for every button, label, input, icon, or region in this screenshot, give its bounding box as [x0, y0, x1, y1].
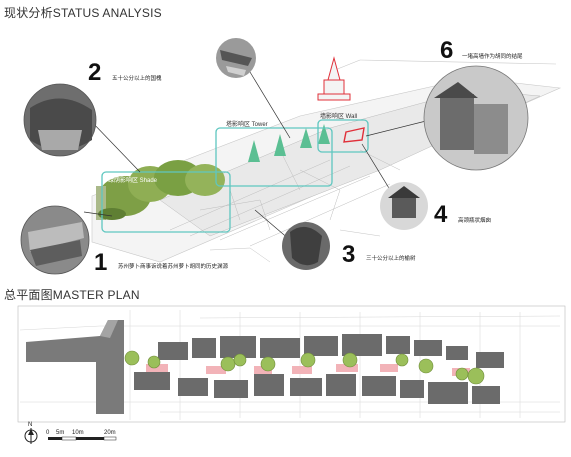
scale-bar [48, 436, 117, 441]
shade-trees [96, 160, 225, 220]
photo-circle-6 [423, 65, 529, 171]
zone-wall-outline [317, 119, 369, 153]
callout-2-caption: 五十公分以上的国槐 [112, 74, 162, 82]
wall-highlight [343, 127, 365, 143]
scale-label-5m: 5m [56, 430, 64, 436]
callout-1-caption: 苏州萝卜商事诉说着苏州萝卜胡同的历史渊源 [118, 262, 229, 270]
callout-2-number: 2 [88, 59, 101, 86]
callout-6-caption: 一堵高墙作为胡同的结尾 [462, 52, 523, 60]
master-plan [17, 305, 566, 423]
photo-circle-4 [380, 182, 428, 230]
callout-4-number: 4 [434, 201, 448, 228]
scale-label-0: 0 [46, 430, 50, 436]
zone-tower-label: 塔影响区 Tower [226, 120, 268, 128]
scale-label-10m: 10m [72, 430, 84, 436]
analysis-section-title: 现状分析STATUS ANALYSIS [4, 6, 162, 20]
callout-4-caption: 高颈瓶状烟囱 [458, 216, 491, 224]
north-label: N [28, 422, 32, 428]
scale-label-20m: 20m [104, 430, 116, 436]
callout-6-number: 6 [440, 37, 453, 64]
callout-3-caption: 三十公分以上的榆树 [366, 254, 416, 262]
zone-shade-label: 绿荫影响区 Shade [108, 176, 158, 184]
photo-circle-1 [20, 205, 90, 275]
photo-circle-top [216, 38, 256, 78]
north-arrow-icon [24, 428, 38, 444]
leader-lines [83, 71, 431, 241]
zone-tower-outline [215, 127, 333, 187]
photo-circle-3 [282, 222, 330, 270]
pagoda-icon [317, 56, 351, 101]
zone-shade-outline [101, 171, 231, 233]
tower-trees [248, 124, 330, 162]
callout-3-number: 3 [342, 241, 355, 268]
callout-1-number: 1 [94, 249, 107, 276]
zone-wall-label: 墙影响区 Wall [320, 112, 357, 120]
photo-circle-2 [23, 83, 97, 157]
plan-section-title: 总平面图MASTER PLAN [4, 288, 140, 302]
